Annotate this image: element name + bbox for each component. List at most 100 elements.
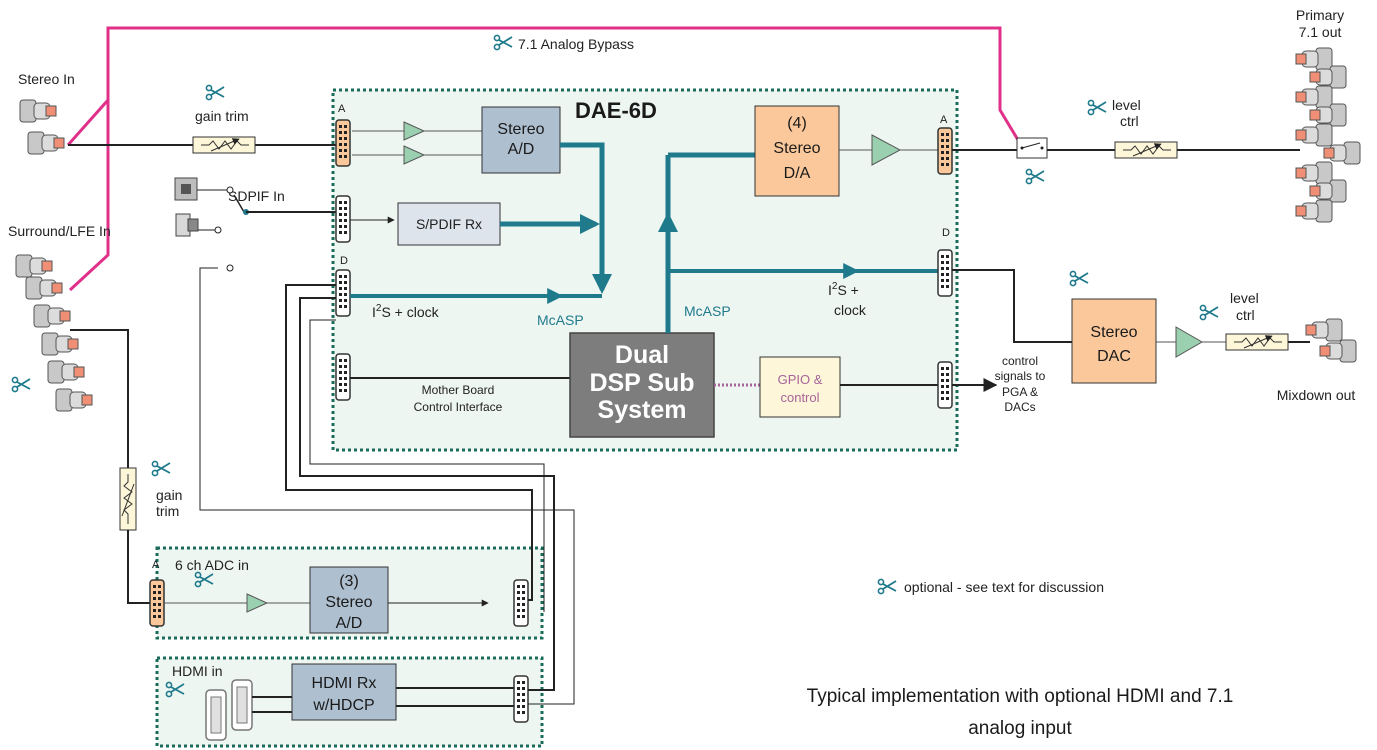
- switch-contact-icon: [226, 264, 234, 272]
- amplifier-icon: [246, 593, 269, 613]
- gain-trim-label-1: gain: [156, 487, 182, 503]
- connector-d-icon: [335, 269, 351, 317]
- mix-level-label-2: ctrl: [1236, 307, 1255, 323]
- mixdown-wire: [952, 269, 1072, 343]
- switch-contact-icon: [226, 186, 234, 194]
- i2s-out-label-2: clock: [834, 302, 867, 318]
- bypass-switch-icon: [1016, 137, 1048, 159]
- hdmi-port-icon: [231, 679, 253, 731]
- surround-wire: [70, 329, 129, 468]
- adc-block-label-2: Stereo: [325, 594, 372, 611]
- connector-icon: [335, 353, 351, 401]
- connector-icon: [335, 195, 351, 243]
- gain-trim-label-2: trim: [156, 503, 179, 519]
- amplifier-icon: [403, 145, 426, 165]
- scissors-icon: [1025, 168, 1045, 185]
- hdmi-rx-label-2: w/HDCP: [312, 697, 374, 714]
- pin-label: A: [940, 114, 948, 126]
- mix-level-label-1: level: [1230, 290, 1259, 306]
- ctrl-label-4: DACs: [1004, 400, 1035, 414]
- scissors-icon: [877, 578, 897, 595]
- mcasp-right-label: McASP: [684, 303, 731, 319]
- ctrl-label-2: signals to: [995, 369, 1046, 383]
- i2s-out-label: I2S +: [828, 281, 859, 298]
- connector-a-out-icon: [937, 127, 953, 175]
- dsp-label-3: System: [598, 396, 687, 424]
- scissors-icon: [151, 460, 171, 477]
- scissors-icon: [1087, 99, 1107, 116]
- mixdown-out-connector-icon: [1305, 318, 1357, 363]
- pin-label: D: [340, 255, 348, 267]
- scissors-icon: [1069, 270, 1089, 287]
- mcasp-left-label: McASP: [537, 312, 584, 328]
- ctrl-label-3: PGA &: [1002, 385, 1038, 399]
- stereo-dac-block: [1071, 298, 1157, 384]
- route-wire-1: [285, 284, 533, 601]
- adc-block-label-3: A/D: [336, 615, 363, 632]
- hdmi-rx-block: [291, 663, 397, 721]
- primary-out-connector-icon: [1295, 47, 1361, 223]
- trim-to-adc-wire: [127, 530, 150, 604]
- analog-bypass-line: [66, 26, 1020, 146]
- analog-bypass-label: 7.1 Analog Bypass: [518, 36, 634, 52]
- hdmi-port-icon: [205, 689, 227, 741]
- da-label-3: D/A: [784, 165, 811, 182]
- switch-contact-icon: [214, 226, 222, 234]
- route-wire-2: [299, 297, 555, 691]
- stereo-ad-block: [481, 106, 561, 174]
- adc-in-label: 6 ch ADC in: [175, 557, 249, 573]
- stereo-dac-label-1: Stereo: [1090, 324, 1137, 341]
- connector-a-icon: [335, 119, 351, 167]
- stereo-ad-label-2: A/D: [508, 141, 535, 158]
- stereo-da-block: [754, 105, 840, 197]
- connector-icon: [937, 361, 953, 409]
- adc-out-connector-icon: [513, 579, 529, 627]
- mixdown-out-label: Mixdown out: [1277, 387, 1356, 403]
- hdmi-rx-label-1: HDMI Rx: [312, 675, 377, 692]
- amplifier-icon: [403, 121, 426, 141]
- filter-amp-icon: [871, 134, 902, 166]
- spdif-rx-block: [397, 202, 501, 246]
- gain-trim-vertical-icon: [119, 467, 137, 531]
- route-wire-3: [309, 319, 545, 612]
- route-wire-4: [199, 267, 575, 705]
- spdif-optical-port: [181, 184, 191, 194]
- adc-block-label-1: (3): [339, 573, 359, 590]
- optional-note: optional - see text for discussion: [904, 579, 1104, 595]
- dsp-label-2: DSP Sub: [589, 369, 694, 397]
- adc-stereo-block: [309, 566, 389, 634]
- level-trim-icon: [1115, 142, 1177, 158]
- pin-label: A: [152, 559, 160, 571]
- scissors-icon: [493, 34, 513, 51]
- level-label-2: ctrl: [1120, 113, 1139, 129]
- gpio-label-2: control: [780, 390, 819, 405]
- caption-line-1: Typical implementation with optional HDM…: [807, 686, 1234, 707]
- i2s-in-label: I2S + clock: [372, 303, 440, 320]
- primary-label-2: 7.1 out: [1299, 24, 1342, 40]
- da-label-1: (4): [787, 115, 807, 132]
- mb-label-2: Control Interface: [414, 400, 503, 414]
- gain-trim-label: gain trim: [195, 108, 249, 124]
- adc-connector-a-icon: [149, 579, 165, 627]
- board-title: DAE-6D: [575, 98, 657, 123]
- spdif-coax-icon: [175, 213, 199, 237]
- gpio-block: [759, 356, 841, 418]
- mix-level-trim-icon: [1226, 334, 1288, 350]
- primary-label-1: Primary: [1296, 7, 1344, 23]
- stereo-dac-label-2: DAC: [1097, 348, 1131, 365]
- bus-ad-to-dsp: [560, 142, 612, 294]
- da-label-2: Stereo: [773, 140, 820, 157]
- scissors-icon: [1199, 304, 1219, 321]
- scissors-icon: [205, 84, 225, 101]
- dsp-block: [569, 332, 715, 438]
- stereo-in-label: Stereo In: [18, 71, 75, 87]
- gpio-label-1: GPIO &: [778, 372, 823, 387]
- surround-in-label: Surround/LFE In: [8, 223, 111, 239]
- stereo-ad-label-1: Stereo: [497, 121, 544, 138]
- spdif-rx-label: S/PDIF Rx: [416, 216, 482, 232]
- hdmi-in-label: HDMI in: [172, 663, 223, 679]
- scissors-icon: [11, 376, 31, 393]
- level-label-1: level: [1112, 97, 1141, 113]
- connector-d-out-icon: [937, 249, 953, 297]
- caption-line-2: analog input: [968, 718, 1072, 739]
